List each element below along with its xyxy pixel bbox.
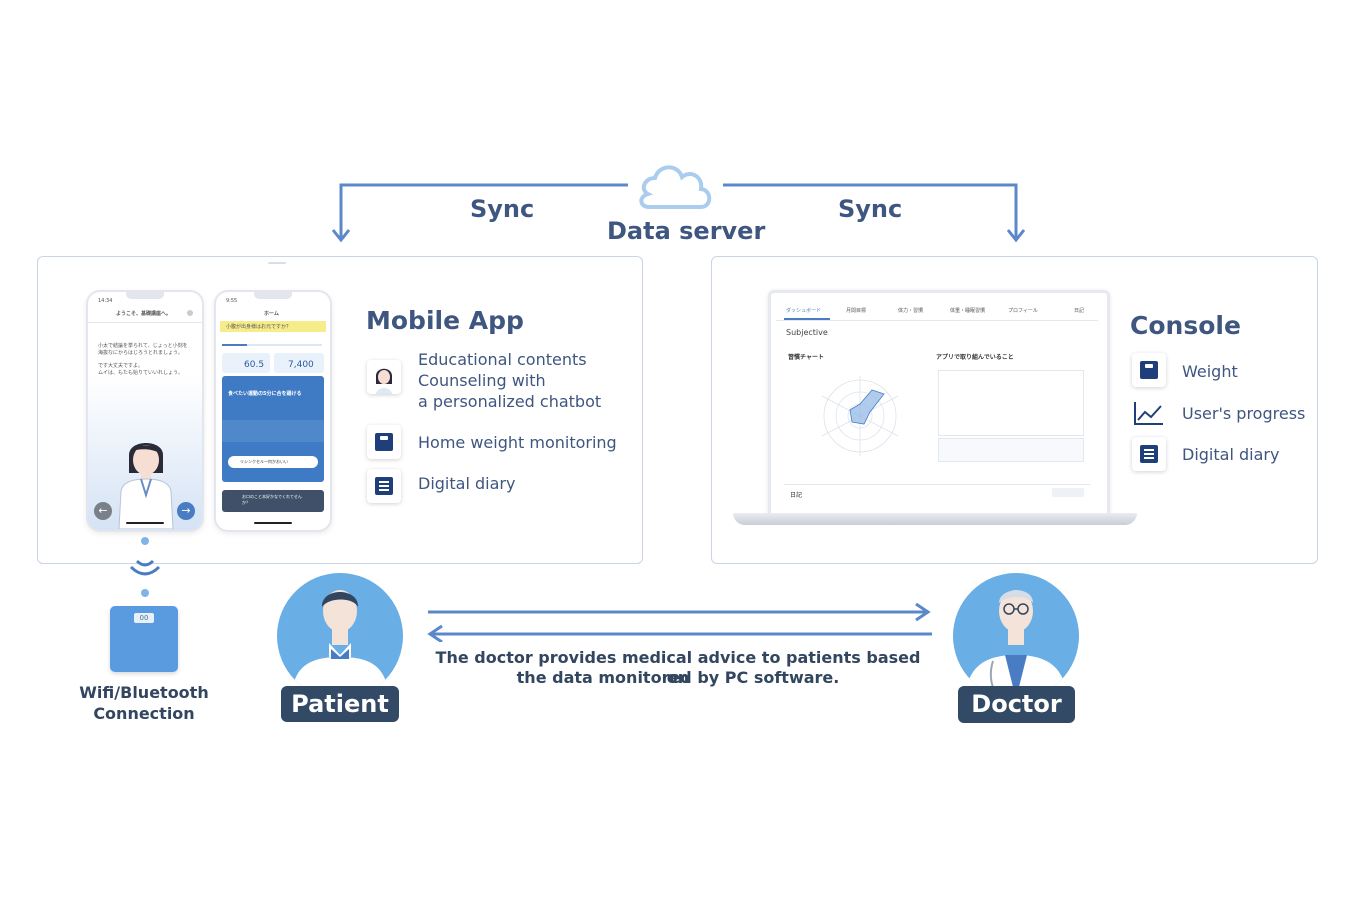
phone2-banner[interactable]: 小腹が出身様はお元ですか？ bbox=[220, 321, 326, 332]
console-goal-card bbox=[938, 370, 1084, 436]
console-feature-diary: Digital diary bbox=[1182, 445, 1280, 464]
phone2-card-title: 食べたい運動の5分に合を踊ける bbox=[228, 391, 302, 397]
phone1-notch bbox=[126, 292, 164, 299]
phone1-time: 14:34 bbox=[98, 298, 113, 304]
bathroom-scale-icon: 00 bbox=[110, 606, 178, 672]
doctor-avatar bbox=[953, 573, 1079, 699]
sync-left-label: Sync bbox=[470, 195, 535, 223]
advice-text-line-2: the data monitored by PC software. bbox=[516, 668, 840, 687]
phone2-card-button-label: リシンクセルー何かおいい bbox=[240, 459, 288, 464]
feature-weight-monitoring: Home weight monitoring bbox=[418, 433, 617, 452]
console-right-title: アプリで取り組んでいること bbox=[936, 354, 1014, 361]
feature-digital-diary: Digital diary bbox=[418, 474, 516, 493]
sync-right-label: Sync bbox=[838, 195, 903, 223]
phone2-banner-text: 小腹が出身様はお元ですか？ bbox=[226, 324, 292, 330]
phone1-message-2: 海抜なにからはじろうとれましょう。 bbox=[98, 350, 183, 356]
console-chart-title: 習慣チャート bbox=[788, 354, 824, 361]
wireless-signal-icon bbox=[129, 537, 161, 597]
phone2-home-indicator bbox=[254, 522, 292, 524]
console-tab-profile[interactable]: プロフィール bbox=[1008, 308, 1038, 314]
data-server-label: Data server bbox=[607, 217, 766, 245]
phone2-notch bbox=[254, 292, 292, 299]
phone2-time: 9:55 bbox=[226, 298, 238, 304]
phone2-weight-value: 60.5 bbox=[244, 360, 265, 370]
cloud-icon bbox=[639, 165, 712, 209]
scale-icon bbox=[367, 425, 401, 459]
chatbot-avatar-icon bbox=[367, 360, 401, 394]
console-tab-active-underline bbox=[784, 318, 830, 320]
console-tab-dashboard[interactable]: ダッシュボード bbox=[786, 308, 822, 314]
feature-chatbot-line-3: a personalized chatbot bbox=[418, 392, 602, 411]
console-tab-habits[interactable]: 体力・習慣 bbox=[898, 308, 924, 314]
phone1-back-button[interactable]: ← bbox=[94, 502, 112, 520]
console-tab-bar: ダッシュボード 月間目標 体力・習慣 体重・睡眠習慣 プロフィール 日記 bbox=[776, 298, 1098, 321]
phone1-message-4: ムイは、もたも始りていいれしょう。 bbox=[98, 370, 183, 376]
connection-label-line-2: Connection bbox=[93, 704, 195, 723]
console-screen: ダッシュボード 月間目標 体力・習慣 体重・睡眠習慣 プロフィール 日記 Sub… bbox=[776, 298, 1098, 506]
sync-arrows bbox=[331, 165, 1026, 243]
phone2-lesson-card[interactable]: 食べたい運動の5分に合を踊ける リシンクセルー何かおいい bbox=[222, 376, 324, 482]
phone1-message-1: 小太で結論を挙られて、じょっと小刻を bbox=[98, 343, 188, 349]
doctor-badge: Doctor bbox=[958, 686, 1075, 723]
phone2-weight-card[interactable]: 60.5 bbox=[222, 353, 270, 373]
scale-display: 00 bbox=[134, 613, 154, 623]
console-tab-diary[interactable]: 日記 bbox=[1074, 308, 1085, 314]
mobile-app-title: Mobile App bbox=[366, 306, 524, 335]
console-diary-label: 日記 bbox=[790, 492, 803, 499]
phone1-next-button[interactable]: → bbox=[177, 502, 195, 520]
console-title: Console bbox=[1130, 311, 1241, 340]
advice-text-line-1: The doctor provides medical advice to pa… bbox=[435, 648, 921, 687]
patient-avatar bbox=[277, 573, 403, 699]
diary-icon bbox=[367, 469, 401, 503]
diary-icon bbox=[1132, 437, 1166, 471]
phone1-home-indicator bbox=[126, 522, 164, 524]
phone2-card-grid bbox=[222, 420, 324, 442]
console-diary-button[interactable] bbox=[1052, 488, 1084, 497]
laptop-base bbox=[733, 513, 1137, 525]
progress-chart-icon bbox=[1132, 396, 1166, 430]
phone2-header: ホーム bbox=[264, 311, 279, 317]
chatbot-character bbox=[118, 443, 174, 529]
phone2-footer-card[interactable]: お口のこと本好かなでくれてせんか？ bbox=[222, 490, 324, 512]
phone2-steps-card[interactable]: 7,400 bbox=[274, 353, 324, 373]
habit-radar-chart bbox=[821, 376, 899, 456]
console-tab-weight[interactable]: 体重・睡眠習慣 bbox=[950, 308, 986, 314]
sync-left-arrow bbox=[339, 183, 628, 240]
sync-right-arrow bbox=[723, 183, 1018, 240]
phone2-footer-text: お口のこと本好かなでくれてせんか？ bbox=[242, 494, 302, 505]
connection-label-line-1: Wifi/Bluetooth bbox=[79, 683, 209, 702]
console-tab-goals[interactable]: 月間目標 bbox=[846, 308, 867, 314]
feature-chatbot-line-2: Counseling with bbox=[418, 371, 546, 390]
panel-handle bbox=[268, 262, 286, 264]
phone1-close-icon[interactable] bbox=[187, 310, 193, 316]
phone-home-screen: 9:55 ホーム 小腹が出身様はお元ですか？ 60.5 7,400 食べたい運動… bbox=[214, 290, 332, 532]
feature-chatbot-line-1: Educational contents bbox=[418, 350, 587, 369]
console-section-title: Subjective bbox=[786, 328, 828, 337]
console-divider bbox=[784, 484, 1090, 485]
phone1-divider bbox=[88, 322, 202, 323]
phone-chatbot-screen: 14:34 ようこそ、基礎講座へ。 小太で結論を挙られて、じょっと小刻を 海抜な… bbox=[86, 290, 204, 532]
console-feature-progress: User's progress bbox=[1182, 404, 1306, 423]
console-progress-strip bbox=[938, 438, 1084, 462]
phone1-message-3: です大丈夫ですよ。 bbox=[98, 363, 144, 369]
phone2-steps-value: 7,400 bbox=[288, 360, 314, 370]
console-feature-weight: Weight bbox=[1182, 362, 1238, 381]
scale-icon bbox=[1132, 353, 1166, 387]
phone2-progress-bar bbox=[222, 344, 322, 346]
advice-arrows bbox=[427, 602, 932, 642]
phone2-card-button[interactable]: リシンクセルー何かおいい bbox=[228, 456, 318, 468]
patient-badge: Patient bbox=[281, 686, 399, 722]
phone1-header: ようこそ、基礎講座へ。 bbox=[116, 311, 172, 317]
